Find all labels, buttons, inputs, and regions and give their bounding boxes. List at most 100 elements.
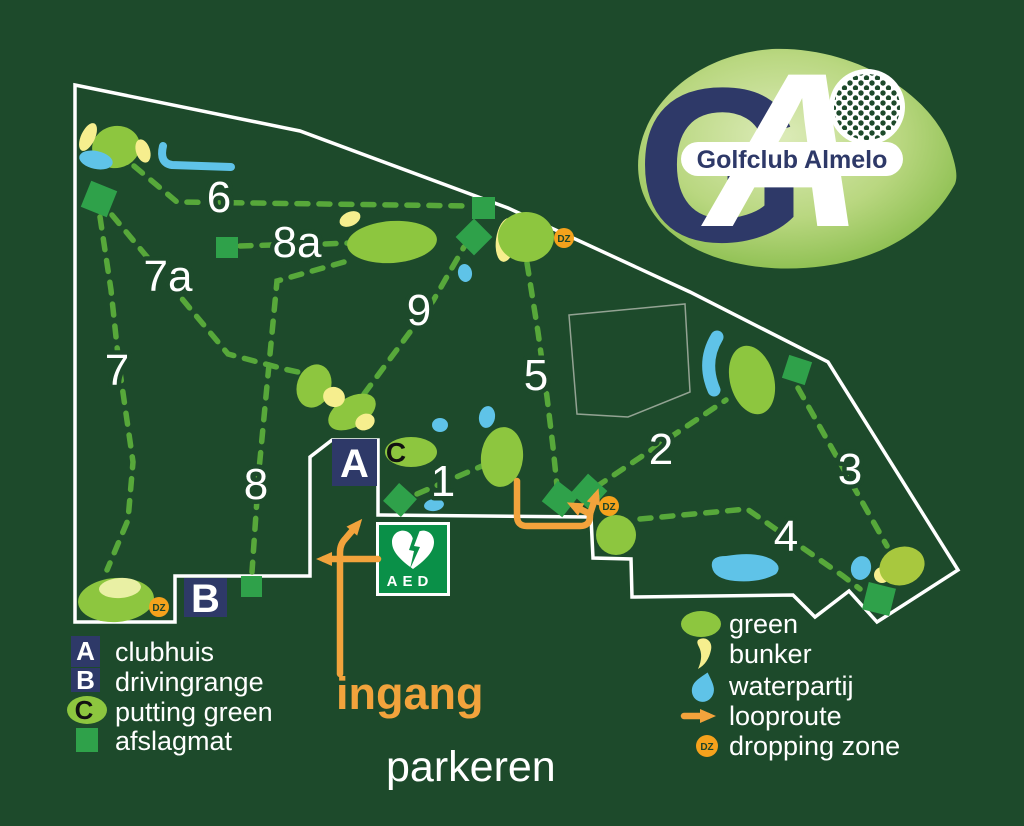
- logo-name-pill: [681, 142, 903, 176]
- hole-5-route: [524, 260, 560, 489]
- legend-putting-green-letter: C: [75, 695, 94, 725]
- green-7-fringe: [99, 577, 141, 599]
- legend-water-label: waterpartij: [728, 671, 854, 701]
- hole-3-route: [795, 385, 890, 549]
- practice-area-outline: [568, 303, 691, 418]
- dz-label: DZ: [557, 234, 570, 245]
- hole-7-label: 7: [105, 346, 129, 395]
- legend-dz-letter: DZ: [700, 742, 713, 753]
- green-1: [480, 427, 524, 487]
- hole-1-route: [414, 463, 485, 497]
- bunker: [323, 386, 345, 408]
- aed-sign-box: [376, 522, 450, 596]
- legend-right: green bunker waterpartij looproute DZ dr…: [680, 609, 900, 761]
- hole-4-label: 4: [774, 512, 798, 561]
- hole-9-label: 9: [407, 286, 431, 335]
- green-9: [498, 212, 554, 262]
- green-cluster: [296, 364, 332, 408]
- bunker: [79, 123, 97, 151]
- hole-8a-route: [237, 240, 352, 249]
- water-hazard: [850, 556, 872, 580]
- tee-9: [455, 218, 493, 256]
- green-2: [728, 345, 776, 415]
- legend-bunker-label: bunker: [729, 639, 812, 669]
- drivingrange-letter: B: [191, 577, 220, 621]
- tee-8: [241, 576, 262, 597]
- greens: [78, 125, 925, 623]
- hole-2-route: [593, 397, 729, 490]
- entrance-label: ingang: [336, 668, 483, 719]
- drivingrange-marker: [184, 578, 227, 617]
- legend-clubhouse-letter: A: [76, 636, 95, 666]
- clubhouse-marker: [332, 439, 377, 486]
- legend-drivingrange-label: drivingrange: [115, 667, 264, 697]
- parking-label: parkeren: [386, 743, 556, 791]
- dropping-zones: DZ DZ DZ: [149, 228, 619, 617]
- dz-label: DZ: [152, 603, 165, 614]
- logo-club-name: Golfclub Almelo: [697, 146, 888, 174]
- clubhouse-letter: A: [340, 442, 369, 486]
- tee-8a: [216, 237, 238, 258]
- walk-route: [513, 477, 594, 530]
- bunker: [339, 211, 361, 227]
- tee-1: [383, 483, 417, 517]
- bunkers: [79, 123, 375, 431]
- hole-6-route: [131, 163, 474, 209]
- tee-mats: [80, 180, 896, 616]
- water-hazard: [424, 498, 444, 512]
- hole-8a-label: 8a: [273, 218, 322, 267]
- hole-8-label: 8: [244, 460, 268, 509]
- water-hazard: [457, 264, 473, 282]
- dropping-zone-marker: [149, 597, 169, 617]
- hole-4-route: [637, 506, 863, 592]
- hole-8-route: [249, 259, 347, 575]
- entrance-route-arrow: [336, 518, 363, 678]
- legend-clubhouse-label: clubhuis: [115, 637, 214, 667]
- hole-1-label: 1: [431, 457, 455, 506]
- legend-bunker-symbol: [697, 638, 712, 669]
- hole-3-label: 3: [838, 445, 862, 494]
- green-8a: [347, 220, 437, 264]
- legend-dz-label: dropping zone: [729, 731, 900, 761]
- water-hazards: [79, 142, 779, 582]
- dropping-zone-marker: [554, 228, 574, 248]
- tee-6: [472, 197, 495, 219]
- dropping-zone-marker: [599, 496, 619, 516]
- hole-7a-route: [109, 212, 301, 375]
- bunker: [355, 413, 375, 431]
- legend-putting-green-symbol: [67, 696, 107, 724]
- hole-7-route: [97, 214, 136, 573]
- water-hazard: [79, 150, 113, 170]
- bunker: [135, 139, 151, 163]
- walk-route-arrow: [586, 488, 601, 518]
- hole-number-labels: 6 7a 7 8 8a 9 5 1 2 3 4: [100, 169, 866, 566]
- green-3: [879, 546, 925, 586]
- legend-drivingrange-letter: B: [76, 665, 95, 695]
- legend-dz-symbol: [696, 735, 718, 757]
- hole-7a-label: 7a: [144, 252, 193, 301]
- legend-left: A clubhuis B drivingrange C putting gree…: [67, 636, 273, 756]
- legend-drivingrange-symbol: [71, 668, 100, 692]
- putting-green: [385, 437, 437, 467]
- legend-green-label: green: [729, 609, 798, 639]
- putting-green-letter: C: [386, 437, 406, 468]
- water-hazard: [702, 330, 724, 397]
- dz-label: DZ: [602, 502, 615, 513]
- water-hazard: [711, 554, 779, 582]
- aed-sign: AED: [376, 522, 450, 596]
- legend-teemat-label: afslagmat: [115, 726, 233, 756]
- lightning-bolt-icon: [409, 529, 420, 569]
- legend-water-symbol: [691, 672, 714, 702]
- golf-ball-icon: [829, 69, 905, 145]
- hole-routes: [97, 163, 890, 592]
- hole-9-route: [361, 244, 467, 397]
- legend-teemat-symbol: [76, 728, 98, 752]
- legend-green-symbol: [681, 611, 721, 637]
- course-boundary: [73, 82, 961, 625]
- hole-5-label: 5: [524, 351, 548, 400]
- tee-7: [80, 180, 118, 218]
- green-4: [596, 515, 636, 555]
- walking-routes: [316, 477, 601, 678]
